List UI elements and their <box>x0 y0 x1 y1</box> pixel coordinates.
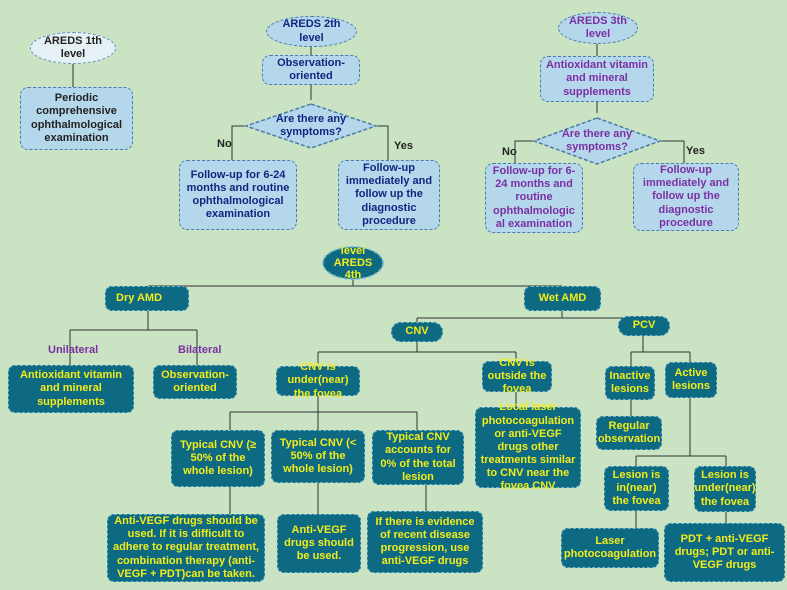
areds3-decision-diamond <box>531 117 663 165</box>
areds4-level-label: level AREDS 4th <box>323 244 383 282</box>
typical-cnv-zero-box: Typical CNV accounts for 0% of the total… <box>372 430 464 485</box>
cnv-outside-treatment-box: Local laser photocoagulation or anti-VEG… <box>475 401 581 492</box>
typical-lt50-treatment-box: Anti-VEGF drugs should be used. <box>277 514 361 573</box>
cnv-under-fovea-box: CNV is under(near) the fovea <box>276 361 360 400</box>
areds3-no-label: No <box>502 146 517 158</box>
pcv-inactive-lesions-box: Inactive lesions <box>605 366 655 400</box>
bilateral-label: Bilateral <box>178 344 222 356</box>
dry-unilateral-supplement-box: Antioxidant vitamin and mineral suppleme… <box>8 365 134 413</box>
areds2-yes-result-box: Follow-up immediately and follow up the … <box>338 160 440 230</box>
typical-cnv-ge50-box: Typical CNV (≥ 50% of the whole lesion) <box>171 430 265 487</box>
areds1-exam-box: Periodic comprehensive ophthalmological … <box>20 87 133 150</box>
areds3-yes-result-box: Follow-up immediately and follow up the … <box>633 163 739 231</box>
unilateral-label: Unilateral <box>48 344 99 356</box>
lesion-under-fovea-box: Lesion is under(near) the fovea <box>694 466 756 512</box>
areds1-level-oval: AREDS 1th level <box>30 32 116 64</box>
pcv-active-lesions-box: Active lesions <box>665 362 717 398</box>
areds3-level-oval: AREDS 3th level <box>558 12 638 44</box>
areds2-decision-diamond <box>243 103 379 149</box>
areds4-level-line1: level <box>340 244 366 257</box>
areds3-yes-label: Yes <box>686 145 705 157</box>
laser-photocoagulation-box: Laser photocoagulation <box>561 528 659 568</box>
typical-zero-treatment-box: If there is evidence of recent disease p… <box>367 511 483 573</box>
areds2-no-result-box: Follow-up for 6-24 months and routine op… <box>179 160 297 230</box>
cnv-box: CNV <box>391 322 443 342</box>
areds3-no-result-box: Follow-up for 6-24 months and routine op… <box>485 163 583 233</box>
areds4-level-line2: AREDS 4th <box>333 256 373 282</box>
areds2-observation-box: Observation-oriented <box>262 55 360 85</box>
typical-cnv-lt50-box: Typical CNV (< 50% of the whole lesion) <box>271 430 365 483</box>
cnv-outside-fovea-box: CNV is outside the fovea <box>482 357 552 395</box>
areds4-level-ellipse <box>322 246 384 280</box>
pdt-anti-vegf-box: PDT + anti-VEGF drugs; PDT or anti-VEGF … <box>664 523 785 582</box>
areds3-supplement-box: Antioxidant vitamin and mineral suppleme… <box>540 56 654 102</box>
wet-amd-box: Wet AMD <box>524 286 601 311</box>
areds2-question: Are there any symptoms? <box>275 112 347 138</box>
dry-amd-box: Dry AMD <box>105 286 189 311</box>
pcv-box: PCV <box>618 316 670 336</box>
areds2-yes-label: Yes <box>394 140 413 152</box>
areds2-level-oval: AREDS 2th level <box>266 16 357 47</box>
lesion-in-fovea-box: Lesion is in(near) the fovea <box>604 466 669 511</box>
typical-ge50-treatment-box: Anti-VEGF drugs should be used. If it is… <box>107 514 265 582</box>
areds3-question: Are there any symptoms? <box>561 127 633 153</box>
regular-observation-box: Regular observation <box>596 416 662 450</box>
dry-bilateral-observation-box: Observation-oriented <box>153 365 237 399</box>
areds2-no-label: No <box>217 138 232 150</box>
